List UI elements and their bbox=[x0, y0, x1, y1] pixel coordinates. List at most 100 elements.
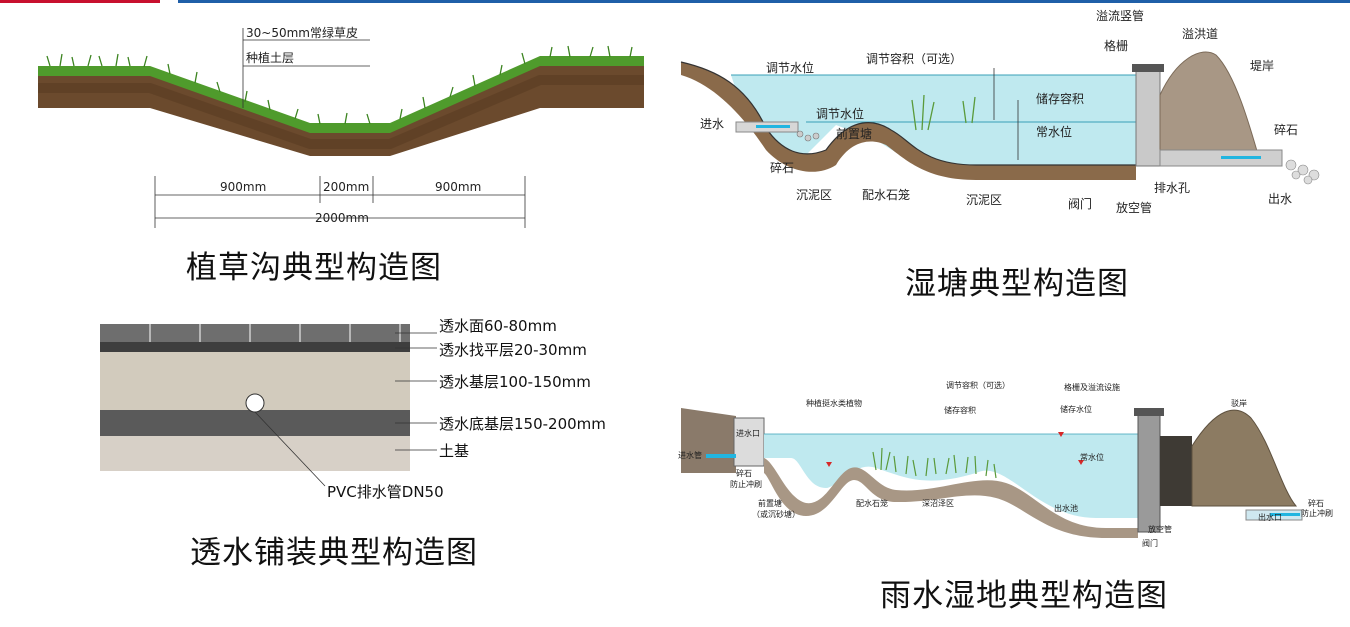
wetpond-label-bank: 堤岸 bbox=[1250, 59, 1274, 73]
rainwetland-label-inlet-box: 进水口 bbox=[736, 428, 760, 438]
pavement-pipe-label: PVC排水管DN50 bbox=[327, 483, 444, 501]
rainwetland-label-valve: 阀门 bbox=[1142, 538, 1158, 548]
pavement-layer-label: 透水底基层150-200mm bbox=[439, 415, 606, 433]
rainwetland-outlet-flow bbox=[1270, 513, 1300, 516]
swale-dimensions bbox=[154, 176, 526, 228]
rainwetland-label-scour-right: 防止冲刷 bbox=[1301, 508, 1333, 518]
pavement-layer-subgrade bbox=[100, 436, 410, 471]
rainwetland-label-plants: 种植挺水类植物 bbox=[806, 398, 862, 408]
wetpond-caption: 湿塘典型构造图 bbox=[905, 266, 1129, 302]
rainwetland-caption: 雨水湿地典型构造图 bbox=[880, 578, 1168, 614]
rainwetland-diagram: 种植挺水类植物 调节容积（可选） 格栅及溢流设施 驳岸 储存容积 储存水位 进水… bbox=[676, 378, 1350, 550]
rainwetland-label-gravel-right: 碎石 bbox=[1308, 498, 1324, 508]
wetpond-label-control-a: 调节水位 bbox=[766, 60, 814, 75]
swale-svg: 30~50mm常绿草皮 种植土层 900mm 200mm 900mm 2000m… bbox=[38, 25, 644, 228]
swale-grass bbox=[38, 56, 644, 133]
swale-dim-left: 900mm bbox=[220, 180, 266, 194]
pavement-svg: 透水面60-80mm 透水找平层20-30mm 透水基层100-150mm 透水… bbox=[100, 317, 606, 501]
rainwetland-label-storage-level: 储存水位 bbox=[1060, 404, 1092, 414]
swale-label-grass: 30~50mm常绿草皮 bbox=[246, 25, 358, 40]
rainwetland-label-control-volume: 调节容积（可选） bbox=[946, 380, 1010, 390]
pavement-layer-label: 土基 bbox=[439, 442, 469, 460]
wetpond-outlet-flow bbox=[1221, 156, 1261, 159]
pavement-layer-label: 透水面60-80mm bbox=[439, 317, 557, 335]
wetpond-ground bbox=[681, 62, 1136, 180]
wetpond-label-grate: 格栅 bbox=[1104, 38, 1128, 53]
rainwetland-label-gabion: 配水石笼 bbox=[856, 498, 888, 508]
wetpond-riser bbox=[1135, 69, 1161, 167]
swale-dim-right: 900mm bbox=[435, 180, 481, 194]
wetpond-label-drain-pipe: 放空管 bbox=[1116, 200, 1152, 215]
pavement-layer-subbase bbox=[100, 410, 410, 436]
wetpond-ground-outline bbox=[680, 61, 1136, 166]
wetpond-label-normal: 常水位 bbox=[1036, 124, 1072, 139]
rainwetland-label-grate-overflow: 格栅及溢流设施 bbox=[1064, 382, 1120, 392]
wetpond-gravel-right bbox=[1285, 159, 1320, 185]
rainwetland-label-inlet-pipe: 进水管 bbox=[678, 450, 702, 460]
rainwetland-label-forebay-note: （或沉砂塘） bbox=[752, 509, 800, 519]
swale-label-soil: 种植土层 bbox=[246, 50, 294, 65]
rainwetland-label-outlet-pool: 出水池 bbox=[1054, 503, 1078, 513]
rainwetland-ground bbox=[764, 458, 1138, 538]
rainwetland-level-markers bbox=[826, 432, 1084, 467]
rainwetland-label-scour: 防止冲刷 bbox=[730, 479, 762, 489]
rainwetland-inlet-flow bbox=[706, 454, 736, 458]
pavement-diagram: 透水面60-80mm 透水找平层20-30mm 透水基层100-150mm 透水… bbox=[95, 308, 655, 508]
rainwetland-gabion-bank bbox=[1191, 409, 1298, 507]
pavement-layer-leveling bbox=[100, 342, 410, 352]
pavement-pipe-icon bbox=[245, 393, 265, 413]
rainwetland-svg: 种植挺水类植物 调节容积（可选） 格栅及溢流设施 驳岸 储存容积 储存水位 进水… bbox=[678, 380, 1333, 548]
wetpond-label-forebay: 前置塘 bbox=[836, 126, 872, 141]
wetpond-diagram: 调节水位 调节容积（可选） 溢流竖管 格栅 溢洪道 堤岸 进水 调节水位 储存容… bbox=[676, 0, 1350, 225]
wetpond-label-gabion: 配水石笼 bbox=[862, 187, 910, 202]
swale-diagram: 30~50mm常绿草皮 种植土层 900mm 200mm 900mm 2000m… bbox=[30, 18, 650, 238]
rainwetland-plants bbox=[872, 447, 997, 479]
wetpond-riser-cap bbox=[1132, 64, 1164, 72]
swale-caption: 植草沟典型构造图 bbox=[186, 250, 442, 286]
wetpond-plants bbox=[911, 94, 976, 131]
rainwetland-left-bank bbox=[681, 408, 736, 473]
rainwetland-label-drain-pipe: 放空管 bbox=[1148, 524, 1172, 534]
rainwetland-label-storage-volume: 储存容积 bbox=[944, 405, 976, 415]
rainwetland-inlet-box bbox=[733, 417, 765, 467]
wetpond-label-outlet: 出水 bbox=[1268, 192, 1292, 206]
rainwetland-outlet-chamber bbox=[1160, 436, 1192, 506]
pavement-leaders bbox=[395, 332, 437, 451]
wetpond-label-sediment-a: 沉泥区 bbox=[796, 188, 832, 202]
wetpond-inlet-flow bbox=[756, 125, 790, 128]
pavement-pipe-leader bbox=[254, 411, 326, 487]
wetpond-bank bbox=[1159, 51, 1262, 166]
wetpond-label-drain-hole: 排水孔 bbox=[1154, 181, 1190, 195]
wetpond-label-riser: 溢流竖管 bbox=[1096, 8, 1144, 23]
swale-grass-blades bbox=[46, 45, 633, 125]
swale-soil-texture bbox=[38, 75, 644, 149]
wetpond-label-control-b: 调节水位 bbox=[816, 106, 864, 121]
wetpond-water bbox=[731, 75, 1136, 165]
rainwetland-label-deep-marsh: 深沼泽区 bbox=[922, 499, 954, 508]
wetpond-label-control-volume: 调节容积（可选） bbox=[866, 51, 962, 66]
pavement-caption: 透水铺装典型构造图 bbox=[190, 535, 478, 571]
wetpond-gravel-left bbox=[796, 130, 820, 142]
top-accent-red bbox=[0, 0, 160, 3]
swale-dim-mid: 200mm bbox=[323, 180, 369, 194]
wetpond-label-spillway: 溢洪道 bbox=[1182, 27, 1218, 41]
rainwetland-label-bank: 驳岸 bbox=[1231, 399, 1247, 408]
wetpond-label-gravel-left: 碎石 bbox=[770, 160, 794, 175]
rainwetland-label-outlet-box: 出水口 bbox=[1258, 512, 1282, 522]
rainwetland-riser-cap bbox=[1134, 408, 1164, 416]
pavement-layer-label: 透水找平层20-30mm bbox=[439, 341, 587, 359]
rainwetland-water bbox=[764, 434, 1138, 518]
wetpond-label-storage: 储存容积 bbox=[1036, 91, 1084, 106]
wetpond-label-gravel-right: 碎石 bbox=[1274, 122, 1298, 137]
pavement-layer-surface bbox=[100, 324, 410, 342]
wetpond-label-sediment-b: 沉泥区 bbox=[966, 193, 1002, 207]
wetpond-svg: 调节水位 调节容积（可选） 溢流竖管 格栅 溢洪道 堤岸 进水 调节水位 储存容… bbox=[680, 8, 1320, 215]
rainwetland-label-normal: 常水位 bbox=[1080, 452, 1104, 462]
rainwetland-label-forebay: 前置塘 bbox=[758, 498, 782, 508]
rainwetland-riser bbox=[1137, 413, 1161, 533]
swale-dim-total: 2000mm bbox=[315, 211, 369, 225]
wetpond-label-valve: 阀门 bbox=[1068, 196, 1092, 211]
pavement-layer-label: 透水基层100-150mm bbox=[439, 373, 591, 391]
rainwetland-label-gravel: 碎石 bbox=[736, 468, 752, 478]
top-accent-blue bbox=[178, 0, 1350, 3]
